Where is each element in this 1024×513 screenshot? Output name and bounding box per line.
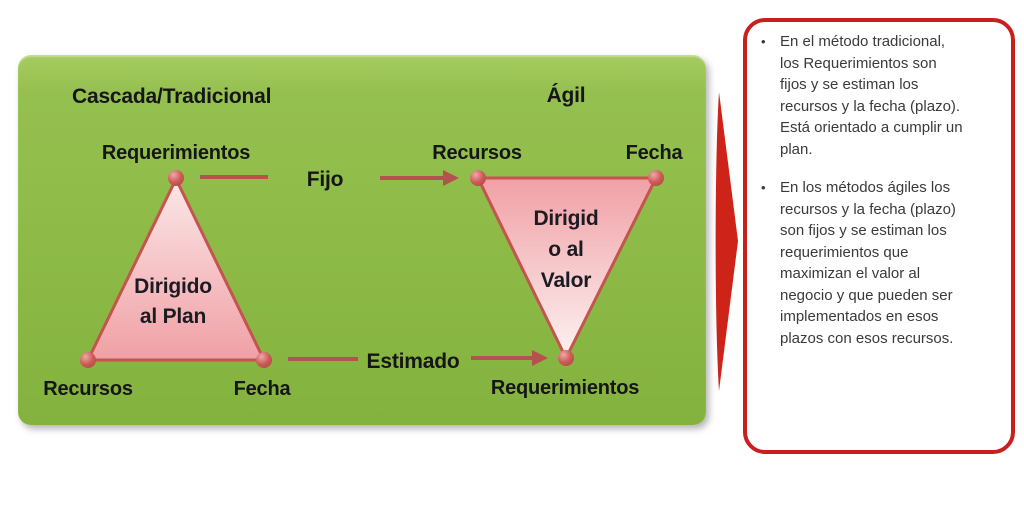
plan-triangle xyxy=(86,177,266,362)
note-bullet: • En los métodos ágiles los recursos y l… xyxy=(752,177,1001,349)
vertex-dot xyxy=(168,170,184,186)
note-bullet: • En el método tradicional, los Requerim… xyxy=(752,31,1001,160)
estimado-arrowhead-icon xyxy=(532,350,548,366)
value-triangle xyxy=(476,176,658,360)
value-triangle-topleft-label: Recursos xyxy=(432,142,522,164)
value-triangle-bottom-label: Requerimientos xyxy=(490,377,640,399)
bullet-icon: • xyxy=(761,180,766,195)
right-column-header: Ágil xyxy=(546,84,586,107)
plan-triangle-top-label: Requerimientos xyxy=(101,142,251,164)
plan-triangle-center-label: Dirigido al Plan xyxy=(134,275,212,328)
plan-triangle-bottomleft-label: Recursos xyxy=(43,378,133,400)
fijo-label: Fijo xyxy=(306,168,344,191)
plan-triangle-bottomright-label: Fecha xyxy=(233,378,291,400)
estimado-label: Estimado xyxy=(366,350,460,373)
vertex-dot xyxy=(648,170,664,186)
value-triangle-topright-label: Fecha xyxy=(625,142,683,164)
value-triangle-center-label: Dirigid o al Valor xyxy=(533,207,599,292)
left-column-header: Cascada/Tradicional xyxy=(72,85,272,108)
note-text-agile: En los métodos ágiles los recursos y la … xyxy=(780,179,956,347)
vertex-dot xyxy=(558,350,574,366)
vertex-dot xyxy=(470,170,486,186)
vertex-dot xyxy=(80,352,96,368)
vertex-dot xyxy=(256,352,272,368)
fijo-arrowhead-icon xyxy=(443,170,459,186)
notes-list: • En el método tradicional, los Requerim… xyxy=(752,31,1001,349)
note-text-traditional: En el método tradicional, los Requerimie… xyxy=(780,33,963,158)
notes-callout: • En el método tradicional, los Requerim… xyxy=(743,18,1015,454)
callout-pointer-arrow-icon xyxy=(715,92,738,391)
bullet-icon: • xyxy=(761,34,766,49)
